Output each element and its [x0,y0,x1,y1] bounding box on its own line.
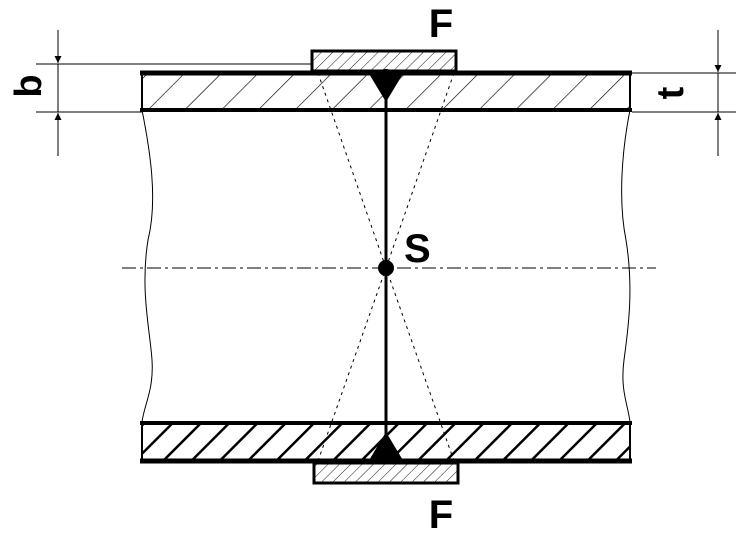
force-label-top: F [429,2,453,46]
top-pad [310,49,458,73]
left-break-line [141,109,154,423]
dimension-b [36,30,312,156]
right-break-line [621,109,631,423]
pressure-cone-lines [317,72,455,462]
bottom-pad [312,461,460,485]
dimension-t [632,30,736,156]
top-contact-dot [377,69,395,87]
center-point [378,260,394,276]
bottom-contact-dot [377,446,395,464]
dimension-t-label: t [650,86,692,99]
center-label: S [404,227,431,271]
force-label-bottom: F [429,493,453,536]
dimension-b-label: b [8,74,50,97]
